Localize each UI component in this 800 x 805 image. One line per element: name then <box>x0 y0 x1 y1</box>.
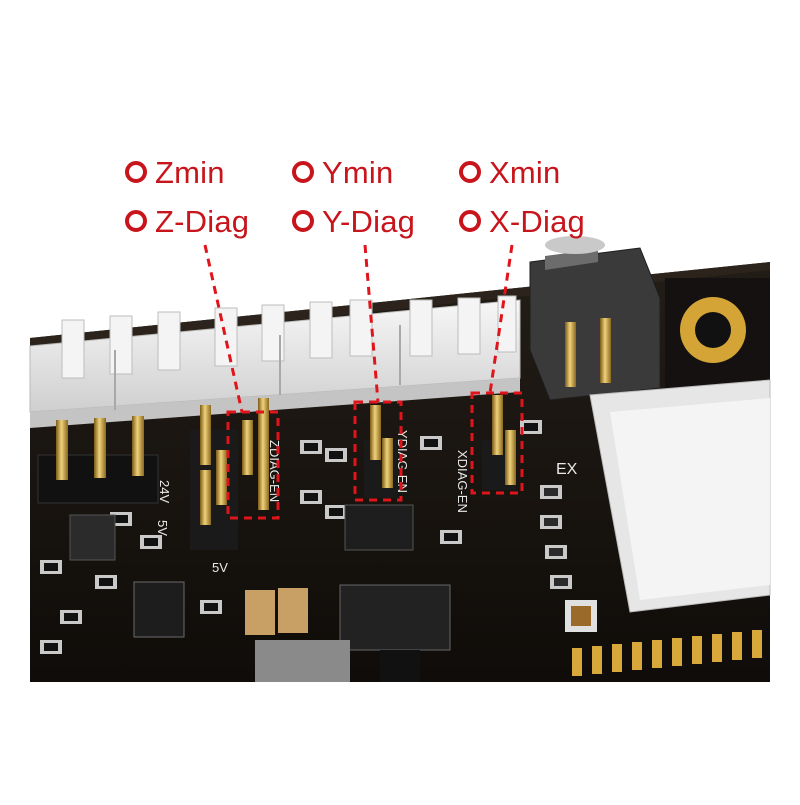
ring-icon <box>459 209 481 232</box>
ring-icon <box>125 209 147 232</box>
x-leader-line <box>488 244 514 394</box>
y-leader-line <box>363 244 380 403</box>
smd-components <box>40 420 572 654</box>
ring-icon <box>125 160 147 183</box>
gold-pads <box>572 630 762 676</box>
silk-xdiag-en: XDIAG-EN <box>455 450 470 513</box>
x-diag-header <box>482 395 516 490</box>
label-text: X-Diag <box>489 204 585 239</box>
y-diag-header <box>364 405 398 498</box>
mounting-hole <box>665 278 770 388</box>
x-highlight-box <box>470 391 524 495</box>
power-select-header <box>37 416 159 504</box>
y-highlight-box <box>353 400 403 502</box>
label-text: Z-Diag <box>155 204 250 239</box>
label-ymin: Ymin <box>292 156 393 190</box>
silk-zdiag-en: ZDIAG-EN <box>267 440 282 502</box>
silk-ex: EX <box>556 461 578 478</box>
ic-chips <box>69 504 597 682</box>
silk-24v: 24V <box>157 480 172 503</box>
ring-icon <box>292 209 314 232</box>
z-diag-header <box>190 398 269 550</box>
label-x-diag: X-Diag <box>459 205 585 239</box>
label-text: Zmin <box>155 155 225 190</box>
jst-connectors <box>29 295 521 428</box>
label-z-diag: Z-Diag <box>125 205 249 239</box>
label-zmin: Zmin <box>125 156 225 190</box>
black-header <box>529 236 661 401</box>
ring-icon <box>459 160 481 183</box>
label-xmin: Xmin <box>459 156 560 190</box>
silk-5v-b: 5V <box>212 560 228 575</box>
label-text: Ymin <box>322 155 394 190</box>
ring-icon <box>292 160 314 183</box>
z-highlight-box <box>226 410 280 520</box>
label-text: Y-Diag <box>322 204 416 239</box>
highlight-annotations <box>203 244 524 520</box>
silk-5v-a: 5V <box>155 520 170 536</box>
z-leader-line <box>203 244 244 413</box>
label-text: Xmin <box>489 155 561 190</box>
label-y-diag: Y-Diag <box>292 205 415 239</box>
